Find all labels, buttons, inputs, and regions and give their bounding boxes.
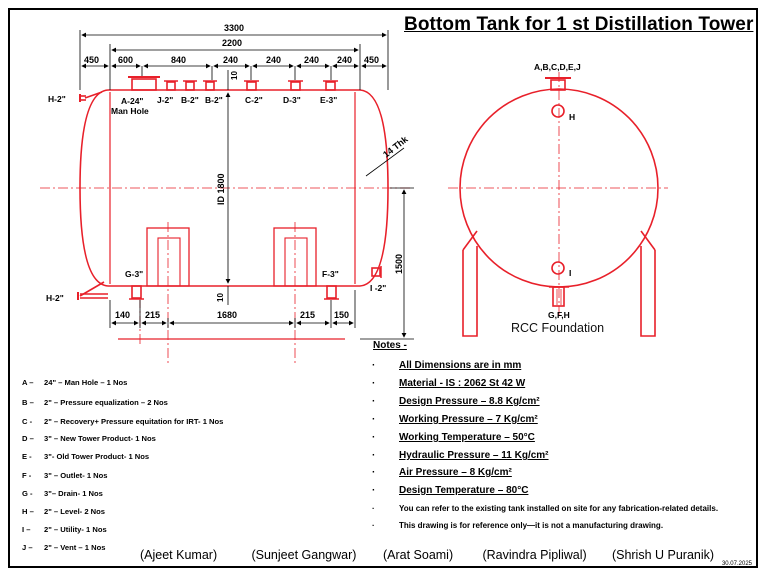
legend-item-e: E -3"- Old Tower Product- 1 Nos [22, 452, 150, 461]
signature-ravindra: (Ravindra Pipliwal) [482, 548, 587, 562]
signature-row: (Ajeet Kumar) (Sunjeet Gangwar) (Arat So… [140, 548, 714, 562]
signature-arat: (Arat Soami) [382, 548, 454, 562]
dim-bottom-1: 140 [115, 310, 130, 320]
drawing-date: 30.07.2025 [721, 561, 752, 567]
label-nozzle-b2: B-2" [205, 95, 223, 105]
dimension-lines [79, 30, 414, 340]
nozzle-f [326, 285, 337, 299]
label-nozzle-h-top: H-2" [48, 94, 66, 104]
note-item: ·Design Temperature – 80°C [372, 485, 529, 496]
note-item: ·Working Pressure – 7 Kg/cm² [372, 414, 538, 425]
dim-bottom-gap: 10 [216, 293, 225, 302]
side-centerlines [448, 72, 668, 318]
dim-spacing-3: 240 [223, 55, 238, 65]
dim-spacing-5: 240 [304, 55, 319, 65]
label-nozzle-c: C-2" [245, 95, 263, 105]
legend-item-f: F -3" – Outlet- 1 Nos [22, 471, 108, 480]
dim-overall-length: 3300 [224, 23, 244, 33]
right-saddle-inner [284, 237, 308, 287]
side-i-label: I [569, 268, 571, 278]
rcc-foundation-label: RCC Foundation [511, 321, 605, 335]
left-foundation-leg [462, 246, 478, 337]
dim-end-right: 450 [364, 55, 379, 65]
legend-item-a: A –24" – Man Hole – 1 Nos [22, 378, 128, 387]
legend-item-b: B –2" – Pressure equalization – 2 Nos [22, 398, 168, 407]
legend-item-j: J –2" – Vent – 1 Nos [22, 543, 106, 552]
side-i-nozzle [551, 261, 565, 275]
label-nozzle-d: D-3" [283, 95, 301, 105]
legend-item-i: I –2" – Utility- 1 Nos [22, 525, 107, 534]
nozzle-b1 [185, 81, 195, 91]
label-nozzle-j: J-2" [157, 95, 173, 105]
note-item: ·All Dimensions are in mm [372, 360, 522, 371]
drawing-frame [8, 8, 758, 568]
dim-centre-height: 1500 [394, 254, 404, 274]
signature-ajeet: (Ajeet Kumar) [140, 548, 218, 562]
dim-spacing-2: 840 [171, 55, 186, 65]
legend-item-d: D –3" – New Tower Product- 1 Nos [22, 434, 156, 443]
side-top-label: A,B,C,D,E,J [534, 62, 581, 72]
note-item: ·You can refer to the existing tank inst… [372, 504, 719, 513]
note-item: ·Air Pressure – 8 Kg/cm² [372, 467, 512, 478]
label-nozzle-g: G-3" [125, 269, 143, 279]
legend-item-g: G -3"– Drain- 1 Nos [22, 489, 103, 498]
left-saddle-inner [157, 237, 181, 287]
nozzle-c [246, 81, 257, 91]
dim-bottom-4: 215 [300, 310, 315, 320]
dim-end-left: 450 [84, 55, 99, 65]
legend-item-c: C -2" – Recovery+ Pressure equitation fo… [22, 417, 224, 426]
dim-bottom-2: 215 [145, 310, 160, 320]
notes-heading: Notes - [373, 340, 407, 351]
dim-spacing-4: 240 [266, 55, 281, 65]
legend-item-h: H –2" – Level- 2 Nos [22, 507, 106, 516]
note-item: ·Working Temperature – 50°C [372, 432, 535, 443]
dim-shell-length: 2200 [222, 38, 242, 48]
side-bottom-label: G,F,H [548, 310, 570, 320]
label-nozzle-i: I -2" [370, 283, 386, 293]
side-h-nozzle [551, 104, 565, 118]
label-manhole: Man Hole [111, 106, 149, 116]
note-item: ·This drawing is for reference only—it i… [372, 521, 664, 530]
dim-bottom-3: 1680 [217, 310, 237, 320]
note-item: ·Hydraulic Pressure – 11 Kg/cm² [372, 450, 549, 461]
label-nozzle-b1: B-2" [181, 95, 199, 105]
dim-spacing-6: 240 [337, 55, 352, 65]
side-bottom-nozzle [552, 286, 565, 307]
note-item: ·Material - IS : 2062 St 42 W [372, 378, 526, 389]
drawing-title: Bottom Tank for 1 st Distillation Tower [404, 14, 754, 35]
dim-spacing-1: 600 [118, 55, 133, 65]
nozzle-e [325, 81, 336, 91]
nozzle-i [371, 267, 381, 277]
note-item: ·Design Pressure – 8.8 Kg/cm² [372, 396, 540, 407]
label-nozzle-f: F-3" [322, 269, 339, 279]
nozzle-j [166, 81, 176, 91]
dim-inner-diameter: ID 1800 [216, 173, 226, 205]
dim-bottom-5: 150 [334, 310, 349, 320]
nozzle-d [290, 81, 301, 91]
label-nozzle-e: E-3" [320, 95, 337, 105]
nozzle-a [131, 78, 157, 91]
signature-shrish: (Shrish U Puranik) [611, 548, 715, 562]
side-view [459, 77, 659, 337]
nozzle-b2 [205, 81, 215, 91]
dim-top-gap: 10 [230, 71, 239, 80]
label-nozzle-h-bottom: H-2" [46, 293, 64, 303]
nozzle-g [131, 285, 142, 299]
label-nozzle-a: A-24" [121, 96, 143, 106]
side-top-nozzle [550, 79, 566, 91]
right-foundation-leg [640, 246, 656, 337]
side-h-label: H [569, 112, 575, 122]
signature-sunjeet: (Sunjeet Gangwar) [251, 548, 357, 562]
